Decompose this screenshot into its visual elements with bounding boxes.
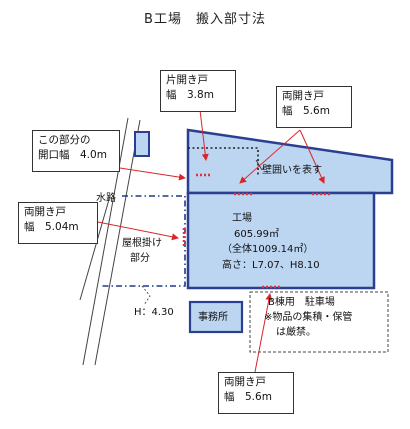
callout-door-left: 両開き戸 幅 5.04m (18, 202, 98, 244)
parking-label-line2: ※物品の集積・保管 (264, 312, 353, 323)
wall-enclosure-line (188, 147, 259, 177)
callout-opening-line1: この部分の (38, 134, 91, 146)
callout-door-left-line1: 両開き戸 (24, 206, 66, 218)
arrow-door-top-right-b (299, 129, 325, 184)
callout-door-top-right: 両開き戸 幅 5.6m (276, 86, 352, 128)
site-boundary-line (94, 119, 141, 366)
arrow-opening (119, 167, 186, 181)
arrow-door-left (97, 221, 179, 241)
upper-building (186, 128, 394, 195)
wall-note-leader (255, 159, 263, 171)
callout-door-top-left: 片開き戸 幅 3.8m (160, 70, 236, 112)
parking-label-line3: は厳禁。 (276, 327, 316, 338)
arrow-door-top-right-a (239, 129, 301, 184)
roof-height-leader (141, 285, 151, 306)
office-label: 事務所 (198, 312, 228, 323)
office-building (188, 300, 244, 334)
callout-door-bottom-line1: 両開き戸 (224, 376, 266, 388)
factory-area-total: （全体1009.14㎡） (222, 244, 314, 255)
parking-label-line1: B棟用 駐車場 (268, 297, 335, 308)
callout-door-top-left-line2: 幅 3.8m (166, 89, 214, 101)
roofed-area-label-line1: 屋根掛け (122, 238, 162, 249)
roofed-area-label-line2: 部分 (130, 253, 150, 264)
callout-door-bottom-line2: 幅 5.6m (224, 391, 272, 403)
callout-door-left-line2: 幅 5.04m (24, 221, 79, 233)
callout-opening-line2: 開口幅 4.0m (38, 149, 107, 161)
parking-area (249, 291, 389, 353)
site-boundary-line (82, 117, 129, 366)
arrow-door-top-left (199, 109, 209, 161)
factory-area: 605.99㎡ (234, 229, 279, 240)
factory-building (186, 191, 376, 290)
factory-height: 高さ：L7.07、H8.10 (222, 260, 320, 271)
small-building (134, 131, 150, 157)
callout-door-top-left-line1: 片開き戸 (166, 74, 208, 86)
arrow-door-bottom (254, 293, 273, 373)
callout-door-bottom: 両開き戸 幅 5.6m (218, 372, 294, 414)
callout-opening: この部分の 開口幅 4.0m (32, 130, 120, 172)
callout-door-top-right-line2: 幅 5.6m (282, 105, 330, 117)
wall-note-label: 壁囲いを表す (262, 165, 322, 176)
roof-height-label: H：4.30 (134, 307, 174, 318)
callout-door-top-right-line1: 両開き戸 (282, 90, 324, 102)
page-title: B工場 搬入部寸法 (144, 12, 266, 27)
site-boundary-line (79, 195, 111, 301)
factory-label: 工場 (232, 213, 252, 224)
waterway-label: 水路 (96, 193, 116, 204)
